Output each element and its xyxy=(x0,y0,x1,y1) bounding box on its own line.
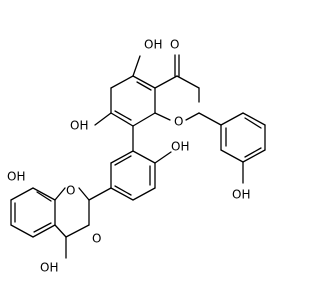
ring-oxygen-label: O xyxy=(66,184,75,198)
hydroxyl-label: OH xyxy=(232,188,250,202)
upper-b-ring xyxy=(198,112,266,184)
lower-a-ring xyxy=(10,187,56,238)
molecule-canvas: OH O OH O OH OH OH O OH O xyxy=(7,37,266,275)
linker-phenol-ring xyxy=(110,125,172,201)
carbonyl-oxygen-label: O xyxy=(170,38,179,52)
ring-oxygen-label: O xyxy=(174,115,183,129)
lower-c-ring xyxy=(54,187,112,259)
hydroxyl-label: OH xyxy=(171,140,189,154)
upper-a-ring xyxy=(110,75,156,127)
carbonyl-oxygen-label: O xyxy=(92,232,101,246)
hydroxyl-label: OH xyxy=(70,119,88,133)
chemical-structure: OH O OH O OH OH OH O OH O xyxy=(7,38,266,275)
upper-substituents xyxy=(94,55,141,126)
upper-c-ring xyxy=(154,54,200,121)
atom-labels: OH O OH O OH OH OH O OH O xyxy=(7,38,250,275)
hydroxyl-label: OH xyxy=(40,261,58,275)
hydroxyl-label: OH xyxy=(7,170,25,184)
hydroxyl-label: OH xyxy=(144,38,162,52)
